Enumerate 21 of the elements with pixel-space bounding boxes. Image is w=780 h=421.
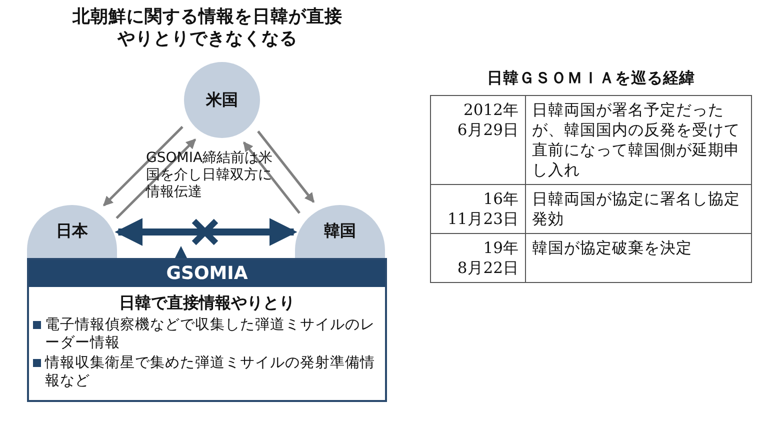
table-title: 日韓ＧＳＯＭＩＡを巡る経緯 xyxy=(486,68,696,89)
arrow xyxy=(116,138,196,219)
arrow xyxy=(103,126,184,206)
bullet-item: 電子情報偵察機などで収集した弾道ミサイルのレーダー情報 xyxy=(45,317,375,351)
panel-heading: 日韓で直接情報やりとり xyxy=(118,293,296,314)
date-cell: 16年 11月23日 xyxy=(430,184,526,234)
event-cell: 日韓両国が署名予定だったが、韓国国内の反発を受けて直前になって韓国側が延期申し入れ xyxy=(526,96,752,184)
bullet-item: 情報収集衛星で集めた弾道ミサイルの発射準備情報など xyxy=(45,355,375,389)
event-cell: 日韓両国が協定に署名し協定発効 xyxy=(526,184,752,234)
diagram-title: 北朝鮮に関する情報を日韓が直接やりとりできなくなる xyxy=(71,6,344,50)
date-cell: 19年 8月22日 xyxy=(430,234,526,282)
date-cell: 2012年 6月29日 xyxy=(430,96,526,184)
info-panel xyxy=(27,258,387,402)
country-name: 韓国 xyxy=(324,221,356,242)
country-name: 米国 xyxy=(206,90,238,110)
note-text: GSOMIA締結前は米国を介し日韓双方に情報伝達 xyxy=(146,150,274,201)
event-cell: 韓国が協定破棄を決定 xyxy=(526,234,752,282)
header-band: GSOMIA xyxy=(29,260,385,287)
country-name: 日本 xyxy=(56,221,88,242)
arrow xyxy=(242,141,300,214)
arrow xyxy=(257,130,315,203)
